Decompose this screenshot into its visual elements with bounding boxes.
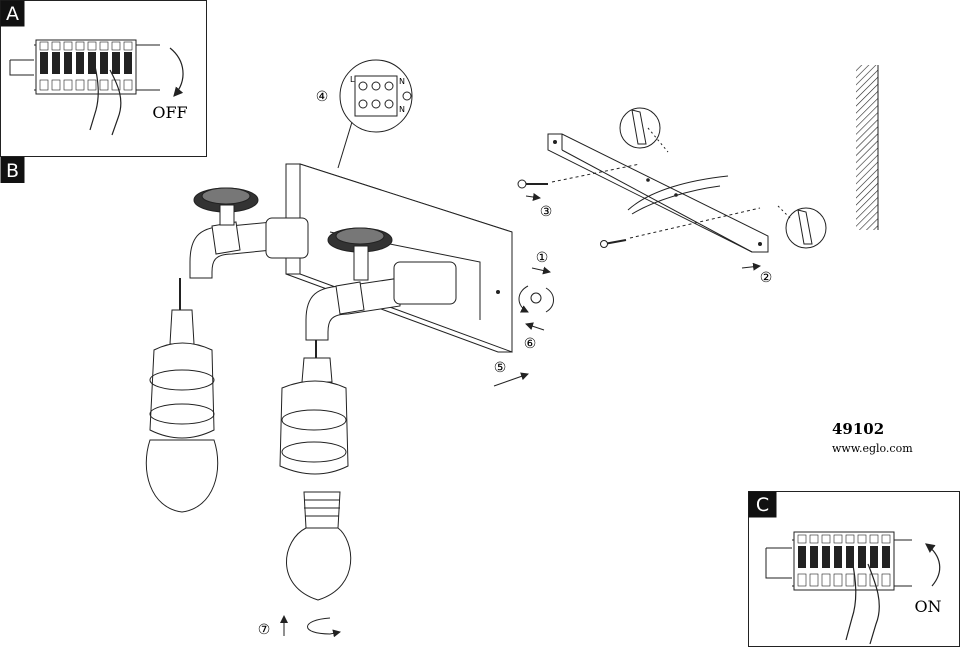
product-website: www.eglo.com [832,442,913,455]
screw-anchor-icon [619,107,669,153]
step-2-marker: ② [760,270,773,286]
hand-icon-c [845,559,880,645]
valve-handle-right-icon [327,227,393,281]
screw-icon [517,163,641,189]
step-4-marker: ④ [316,89,329,105]
lamp-socket-left [149,278,215,439]
panel-c-letter: C [756,494,769,516]
step-7-marker: ⑦ [258,622,271,638]
faucet-arm-left [189,217,309,279]
terminal-label-n-top: N [399,77,405,86]
panel-a-badge [0,0,25,27]
panel-b-badge [0,157,25,183]
step-3-marker: ③ [540,204,553,220]
step-5-marker: ⑤ [494,360,507,376]
panel-c-badge [748,491,777,518]
mounting-bracket [547,133,769,253]
valve-handle-left-icon [193,187,259,226]
on-label: ON [914,597,941,616]
lamp-socket-right [279,340,349,475]
step-1-marker: ① [536,250,549,266]
wall-section [856,65,878,230]
bulb-left-icon [145,439,219,513]
bulb-right-icon [286,491,352,601]
screw-head-icon [530,292,542,304]
terminal-label-n-bottom: N [399,105,405,114]
ground-icon [402,91,412,101]
panel-c: C ON [748,491,960,647]
screw-icon-lower [600,207,761,248]
off-label: OFF [152,103,187,122]
switch-off-arrow-icon [169,47,184,97]
panel-b-letter: B [6,160,19,182]
panel-a-letter: A [6,3,19,25]
breaker-panel-icon-c [765,531,912,591]
faucet-arm-right [305,261,457,341]
screw-anchor-icon-right [777,205,827,249]
switch-on-arrow-icon [925,543,941,587]
panel-a: A OFF [0,0,207,157]
rotate-arrow-icon [307,617,341,638]
step-6-marker: ⑥ [524,336,537,352]
terminal-label-l: L [350,75,355,84]
product-code: 49102 [832,420,884,438]
hand-icon [89,65,122,136]
breaker-panel-icon [9,39,160,95]
terminal-block-callout: L N N [337,59,413,169]
